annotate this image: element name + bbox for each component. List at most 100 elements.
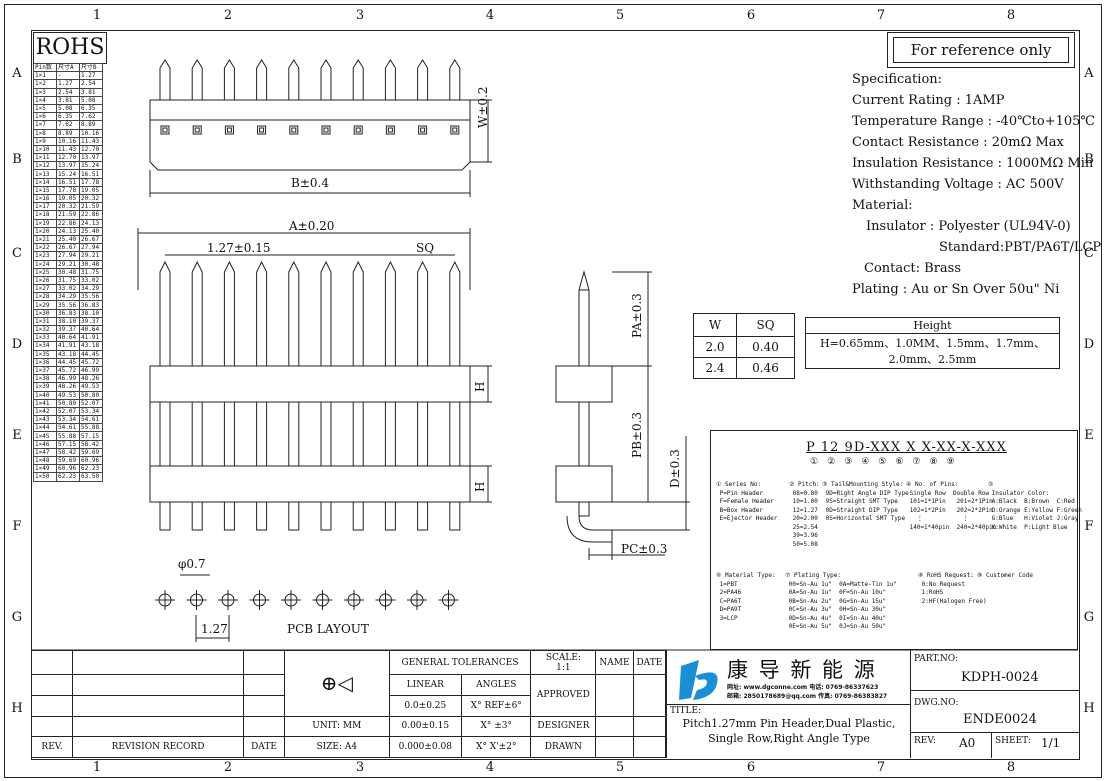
height-table: Height H=0.65mm、1.0MM、1.5mm、1.7mm、2.0mm、… [805, 317, 1060, 369]
spec-temperature: Temperature Range : -40℃to+105℃ [852, 114, 1095, 129]
front-view-pin [320, 260, 332, 531]
row-g: G [11, 610, 23, 625]
scale-label: SCALE:1:1 [530, 649, 597, 676]
spec-contact: Contact: Brass [864, 261, 961, 276]
drawn-label: DRAWN [530, 736, 597, 758]
reference-note: For reference only [893, 37, 1069, 63]
dim-h-lower: H [473, 481, 487, 492]
linear-header: LINEAR [388, 674, 463, 696]
pin-square [160, 125, 170, 135]
col-8: 8 [1006, 8, 1016, 23]
top-view-pin [352, 59, 364, 100]
dim-pa: PA±0.3 [630, 293, 644, 338]
dim-w: W±0.2 [476, 86, 490, 128]
spec-plating: Plating : Au or Sn Over 50u" Ni [852, 282, 1060, 297]
rev-label: REV: [914, 736, 936, 746]
company-logo-icon [679, 660, 718, 700]
sq-header: SQ [736, 313, 795, 337]
dim-pcb-pitch: 1.27 [201, 622, 228, 636]
pin-square-inner [355, 127, 361, 133]
row-c: C [12, 246, 22, 261]
angle-3: X° X'±2° [460, 736, 532, 758]
col-4: 4 [485, 8, 495, 23]
tolerance-table: ⊕◁ GENERAL TOLERANCES SCALE:1:1 NAME DAT… [31, 649, 667, 758]
col-2-bottom: 2 [223, 760, 233, 775]
spec-current: Current Rating : 1AMP [852, 93, 1005, 108]
col-8-bottom: 8 [1006, 760, 1016, 775]
top-view-pin [288, 59, 300, 100]
front-view-pin [191, 260, 203, 531]
general-tolerances: GENERAL TOLERANCES [388, 649, 532, 676]
pins-legend: ④ No. of Pins: Single Row Double Row 101… [906, 481, 997, 531]
top-view-pin [417, 59, 429, 100]
row-b: B [12, 152, 22, 167]
tail-legend: ③ Tail&Mounting Style: 9D=Right Angle DI… [822, 481, 909, 522]
pin-square [321, 125, 331, 135]
company-block: 康 导 新 能 源 网址: www.dgconne.com 电话: 0769-8… [666, 650, 911, 758]
part-code-box [710, 430, 1078, 650]
drawing-title-2: Single Row,Right Angle Type [708, 732, 870, 745]
w-value: 2.4 [692, 357, 738, 379]
dim-h-upper: H [473, 381, 487, 392]
height-values: H=0.65mm、1.0MM、1.5mm、1.7mm、2.0mm、2.5mm [805, 333, 1060, 369]
col-4-bottom: 4 [485, 760, 495, 775]
rohs-legend: ⑧ RoHS Request: 0:No Request 1:RoHS 2:HF… [918, 572, 987, 605]
pin-square-inner [226, 127, 232, 133]
color-legend: ⑤ Insulator Color: A:Black B:Brown C:Red… [988, 481, 1082, 531]
pin-square-inner [162, 127, 168, 133]
approved-label: APPROVED [530, 674, 597, 717]
reference-note-box: For reference only [887, 32, 1075, 68]
series-legend: ① Series No: P=Pin Header F=Female Heade… [716, 481, 778, 522]
pin-square-inner [452, 127, 458, 133]
material-legend: ⑥ Material Type: 1=PBT 2=PA46 C=PA6T D=P… [716, 572, 776, 622]
row-h-right: H [1083, 701, 1095, 716]
col-7: 7 [876, 8, 886, 23]
top-view-pin [256, 59, 268, 100]
row-a: A [12, 66, 22, 81]
front-view-pin [352, 260, 364, 531]
size-label: SIZE: A4 [284, 736, 390, 758]
col-1: 1 [92, 8, 102, 23]
pin-square-inner [420, 127, 426, 133]
sheet-value: 1/1 [1041, 736, 1061, 750]
dim-pc: PC±0.3 [621, 542, 668, 556]
angle-1: X° REF±6° [460, 694, 532, 717]
sq-value: 0.40 [736, 336, 795, 358]
dwg-no: ENDE0024 [963, 712, 1037, 727]
spec-insulator: Insulator : Polyester (UL94V-0) [866, 219, 1071, 234]
front-view-pin [384, 260, 396, 531]
dim-b: B±0.4 [291, 176, 329, 190]
rev-header: REV. [31, 736, 73, 758]
spec-material: Material: [852, 198, 913, 213]
tolerance-3: 0.000±0.08 [388, 736, 463, 758]
angle-2: X° ±3° [460, 715, 532, 738]
projection-symbol: ⊕◁ [284, 650, 390, 717]
drawing-outer-border [4, 4, 1102, 778]
spec-voltage: Withstanding Voltage : AC 500V [852, 177, 1064, 192]
col-7-bottom: 7 [876, 760, 886, 775]
rev-date-header: DATE [243, 736, 285, 758]
col-2: 2 [223, 8, 233, 23]
row-d: D [11, 337, 23, 352]
top-view-pin [191, 59, 203, 100]
dim-sq: SQ [416, 241, 435, 255]
pin-square [450, 125, 460, 135]
part-code-markers: ①②③④⑤⑥⑦⑧⑨ [810, 457, 964, 467]
revision-record-header: REVISION RECORD [72, 736, 244, 758]
pin-square-inner [194, 127, 200, 133]
rev-value: A0 [959, 736, 976, 750]
row-e-right: E [1084, 428, 1094, 443]
row-a-right: A [1084, 66, 1094, 81]
row-g-right: G [1083, 610, 1095, 625]
front-view-pin [449, 260, 461, 531]
drawing-frame [31, 30, 1080, 760]
col-3: 3 [355, 8, 365, 23]
top-view-pin [384, 59, 396, 100]
customer-legend: ⑨ Customer Code [977, 572, 1033, 579]
pin-square [192, 125, 202, 135]
